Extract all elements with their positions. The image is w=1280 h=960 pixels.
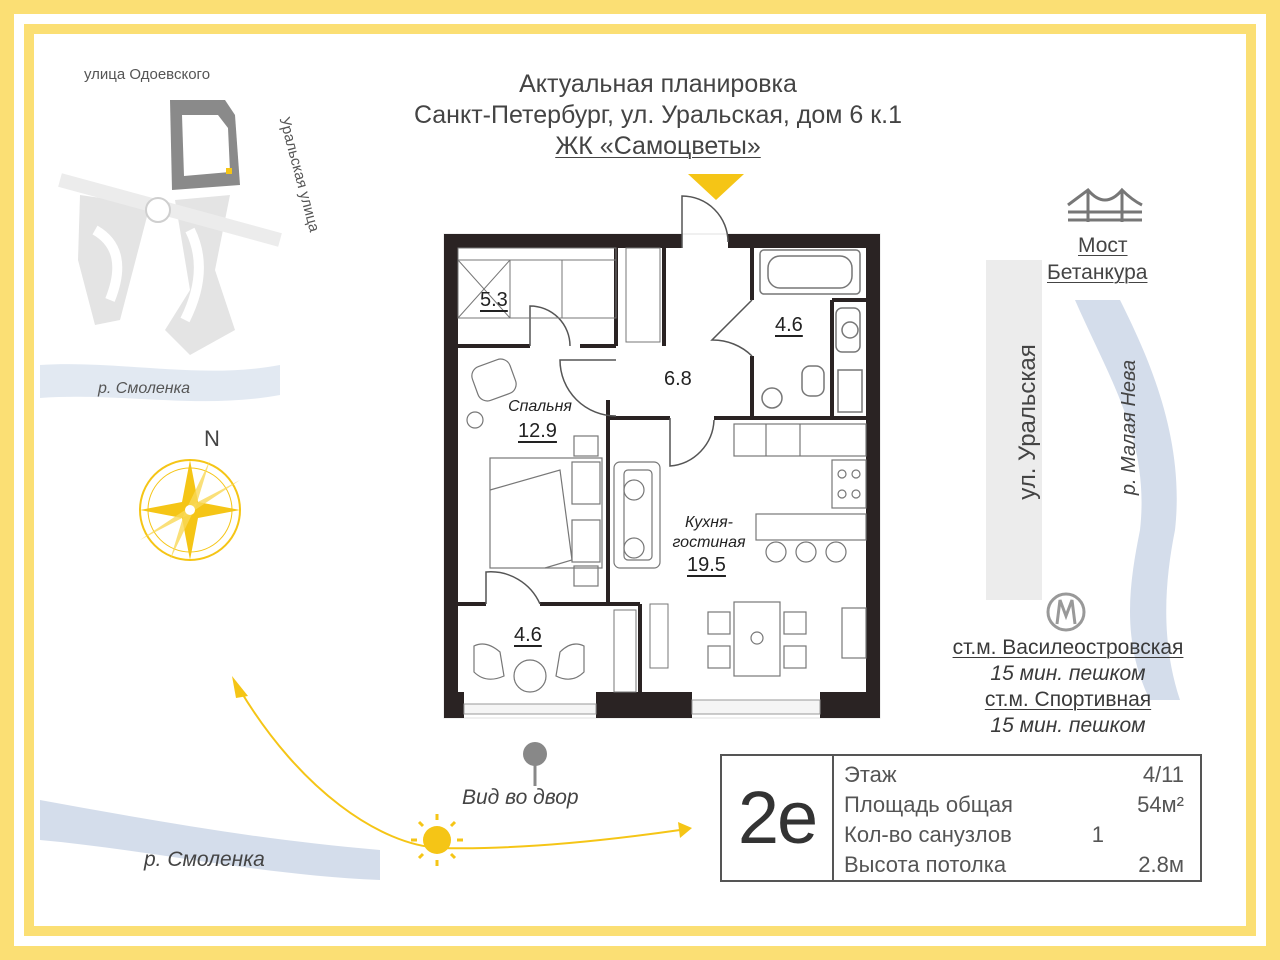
floor-label: Этаж — [844, 762, 897, 787]
header-complex: ЖК «Самоцветы» — [308, 132, 1008, 161]
room-area-bedroom: 12.9 — [518, 420, 557, 442]
info-row-height: Высота потолка 2.8м — [844, 852, 1194, 878]
room-area-bathroom: 4.6 — [775, 314, 803, 336]
header-address: Санкт-Петербург, ул. Уральская, дом 6 к.… — [413, 101, 903, 129]
river-malaya-neva: р. Малая Нева — [1118, 359, 1141, 496]
bath-value: 1 — [1091, 822, 1104, 847]
street-uralskaya: ул. Уральская — [1013, 344, 1041, 500]
apartment-code: 2e — [722, 756, 834, 880]
room-name-kitchen-1: Кухня- — [685, 514, 733, 531]
metro-time-1: 15 мин. пешком — [990, 662, 1146, 685]
sun-icon — [411, 814, 463, 866]
river-smolenka-bottom: р. Смоленка — [144, 848, 265, 871]
bridge-icon — [1067, 187, 1143, 222]
mini-map — [58, 100, 282, 355]
metro-icon — [1046, 592, 1086, 632]
header-title: Актуальная планировка — [519, 70, 797, 98]
metro-station-2[interactable]: ст.м. Спортивная — [984, 688, 1152, 711]
info-row-floor: Этаж 4/11 — [844, 762, 1194, 788]
river-smolenka-top: р. Смоленка — [98, 380, 191, 397]
area-value: 54м² — [1137, 792, 1184, 817]
area-label: Площадь общая — [844, 792, 1013, 817]
room-area-hall: 6.8 — [664, 368, 692, 390]
street-odoevskogo: улица Одоевского — [84, 66, 211, 83]
height-label: Высота потолка — [844, 852, 1007, 877]
room-area-kitchen: 19.5 — [687, 554, 726, 576]
room-area-storage: 5.3 — [480, 289, 508, 311]
floor-value: 4/11 — [1142, 762, 1184, 787]
apartment-info-box: 2e Этаж 4/11 Площадь общая 54м² Кол-во сан… — [720, 754, 1202, 882]
view-label: Вид во двор — [462, 786, 579, 809]
room-area-balcony: 4.6 — [514, 624, 542, 646]
north-label: N — [204, 426, 220, 451]
metro-time-2: 15 мин. пешком — [990, 714, 1146, 737]
compass-rose-icon — [139, 459, 241, 561]
room-name-kitchen-2: гостиная — [672, 534, 746, 551]
bridge-label-line2[interactable]: Бетанкура — [1047, 261, 1148, 284]
bath-label: Кол-во санузлов — [844, 822, 1012, 847]
floor-plan — [443, 195, 881, 719]
info-row-area: Площадь общая 54м² — [844, 792, 1194, 818]
room-name-bedroom: Спальня — [508, 398, 572, 415]
bridge-label-line1[interactable]: Мост — [1078, 234, 1128, 257]
info-row-bathrooms: Кол-во санузлов 1 — [844, 822, 1194, 848]
height-value: 2.8м — [1138, 852, 1184, 877]
metro-station-1[interactable]: ст.м. Василеостровская — [952, 636, 1184, 659]
complex-link[interactable]: ЖК «Самоцветы» — [555, 132, 761, 160]
entrance-arrow-icon — [688, 174, 744, 200]
view-pin-icon — [523, 742, 547, 786]
